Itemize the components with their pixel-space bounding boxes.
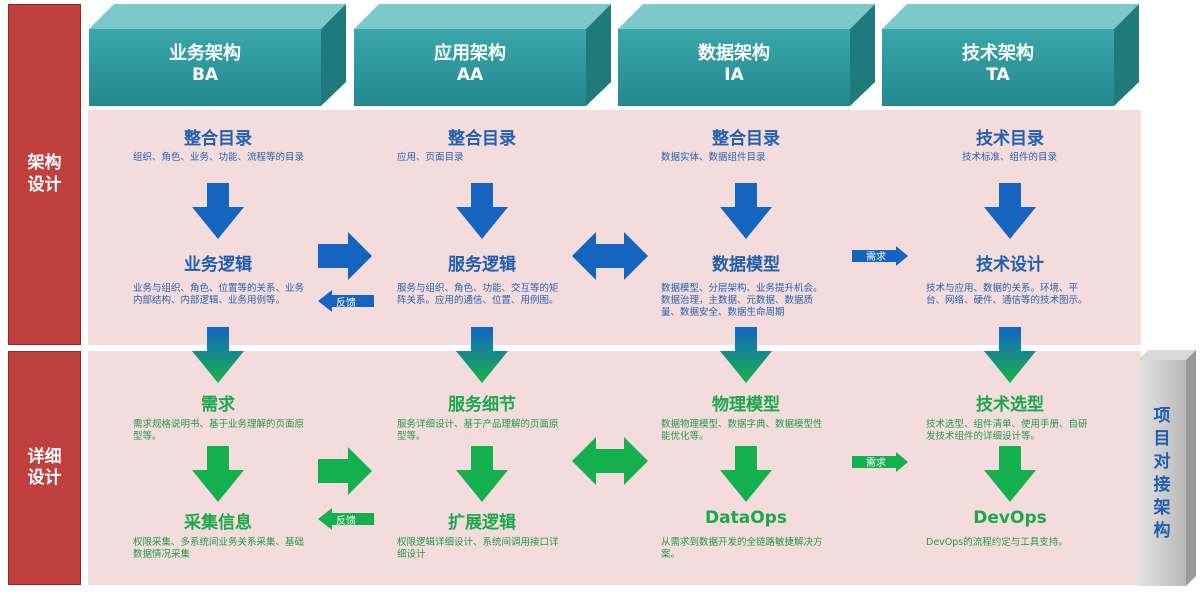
header-title: 应用架构 <box>434 43 506 64</box>
ia-model-title: 数据模型 <box>712 255 780 275</box>
requirement-arrow-icon <box>852 246 908 266</box>
dataops-title: DataOps <box>705 508 787 528</box>
phase-detail-design: 详细设计 <box>8 351 81 585</box>
requirement-desc: 需求规格说明书、基于业务理解的页面原型等。 <box>133 419 305 443</box>
ia-catalog-desc: 数据实体、数据组件目录 <box>661 152 766 163</box>
bidirectional-arrow-icon <box>572 437 648 485</box>
requirement-arrow-icon <box>852 452 908 472</box>
collect-info-desc: 权限采集、多系统间业务关系采集、基础数据情况采集 <box>133 537 305 561</box>
down-arrow-icon <box>720 183 772 239</box>
ta-catalog-desc: 技术标准、组件的目录 <box>962 152 1058 163</box>
requirement-title: 需求 <box>201 395 235 415</box>
requirement-label: 需求 <box>866 458 886 469</box>
ba-catalog-desc: 组织、角色、业务、功能、流程等的目录 <box>133 152 305 163</box>
devops-title: DevOps <box>973 508 1047 528</box>
phase-detail-design-label: 详细设计 <box>27 446 62 488</box>
ta-design-desc: 技术与应用、数据的关系。环境、平台、网络、硬件、通信等的技术图示。 <box>926 283 1088 307</box>
service-detail-title: 服务细节 <box>448 395 516 415</box>
requirement-label: 需求 <box>866 252 886 263</box>
feedback-label: 反馈 <box>336 298 356 309</box>
feedback-arrow-icon <box>318 290 374 312</box>
aa-logic-desc: 服务与组织、角色、功能、交互等的矩阵关系。应用的通信、位置、用例图。 <box>397 283 559 307</box>
header-abbr: IA <box>724 64 744 85</box>
header-title: 业务架构 <box>169 43 241 64</box>
down-arrow-icon <box>456 327 508 383</box>
down-arrow-icon <box>456 446 508 502</box>
project-architecture-box <box>1138 350 1196 586</box>
aa-catalog-title: 整合目录 <box>448 129 516 149</box>
right-arrow-icon <box>318 447 372 495</box>
down-arrow-icon <box>192 327 244 383</box>
collect-info-title: 采集信息 <box>184 513 252 533</box>
ba-catalog-title: 整合目录 <box>184 129 252 149</box>
header-abbr: TA <box>986 64 1010 85</box>
header-abbr: BA <box>191 64 219 85</box>
dataops-desc: 从需求到数据开发的全链路敏捷解决方案。 <box>661 537 823 561</box>
down-arrow-icon <box>984 327 1036 383</box>
down-arrow-icon <box>192 446 244 502</box>
aa-logic-title: 服务逻辑 <box>448 255 516 275</box>
phase-architecture-design: 架构设计 <box>8 4 81 345</box>
header-title: 技术架构 <box>962 43 1034 64</box>
down-arrow-icon <box>192 183 244 239</box>
physical-model-desc: 数据物理模型、数据字典、数据模型性能优化等。 <box>661 419 823 443</box>
extend-logic-desc: 权限逻辑详细设计、系统间调用接口详细设计 <box>397 537 559 561</box>
ba-logic-desc: 业务与组织、角色、位置等的关系、业务内部结构、内部逻辑、业务用例等。 <box>133 283 305 307</box>
service-detail-desc: 服务详细设计、基于产品理解的页面原型等。 <box>397 419 559 443</box>
feedback-label: 反馈 <box>336 516 356 527</box>
phase-architecture-design-label: 架构设计 <box>27 153 62 195</box>
project-architecture-label: 项目对接架构 <box>1153 406 1171 541</box>
header-title: 数据架构 <box>698 43 770 64</box>
down-arrow-icon <box>984 446 1036 502</box>
header-abbr: AA <box>456 64 484 85</box>
physical-model-title: 物理模型 <box>712 395 780 415</box>
ia-model-desc: 数据模型、分层架构、业务提升机会。数据治理，主数据、元数据、数据质量、数据安全、… <box>661 283 823 319</box>
tech-selection-title: 技术选型 <box>976 395 1044 415</box>
tech-selection-desc: 技术选型、组件清单、使用手册、自研发技术组件的详细设计等。 <box>926 419 1088 443</box>
down-arrow-icon <box>720 327 772 383</box>
ia-catalog-title: 整合目录 <box>712 129 780 149</box>
ba-logic-title: 业务逻辑 <box>184 255 252 275</box>
aa-catalog-desc: 应用、页面目录 <box>397 152 464 163</box>
bidirectional-arrow-icon <box>572 232 648 280</box>
down-arrow-icon <box>720 446 772 502</box>
down-arrow-icon <box>984 183 1036 239</box>
right-arrow-icon <box>318 232 372 280</box>
down-arrow-icon <box>456 183 508 239</box>
devops-desc: DevOps的流程约定与工具支持。 <box>926 537 1068 548</box>
feedback-arrow-icon <box>318 508 374 530</box>
extend-logic-title: 扩展逻辑 <box>448 513 516 533</box>
architecture-design-panel <box>88 110 1141 345</box>
ta-catalog-title: 技术目录 <box>976 129 1044 149</box>
ta-design-title: 技术设计 <box>976 255 1044 275</box>
